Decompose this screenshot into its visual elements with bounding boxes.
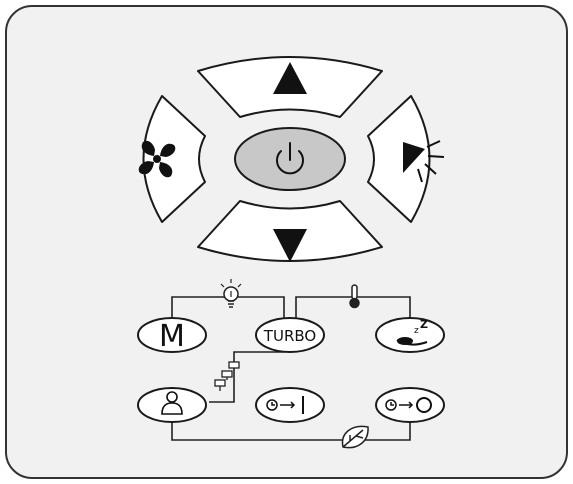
- up-button[interactable]: [197, 56, 383, 118]
- timer-off-button[interactable]: [375, 387, 445, 423]
- svg-text:z: z: [414, 326, 419, 336]
- down-button[interactable]: [197, 200, 383, 262]
- timer-off-icon: [385, 397, 432, 413]
- swing-light-icon: [403, 140, 445, 183]
- sleep-icon: z Z: [396, 318, 428, 346]
- lock-steps-icon: [214, 361, 240, 391]
- thermometer-icon: [349, 284, 360, 309]
- sleep-button[interactable]: z Z: [375, 317, 445, 353]
- person-button[interactable]: [137, 387, 207, 423]
- mode-button[interactable]: M: [137, 317, 207, 354]
- power-button[interactable]: [234, 127, 346, 191]
- fan-speed-button[interactable]: [138, 95, 206, 223]
- mode-label: M: [159, 319, 185, 354]
- svg-text:Z: Z: [420, 318, 428, 331]
- turbo-label: TURBO: [263, 327, 316, 345]
- triangle-up-icon: [273, 62, 307, 94]
- person-icon: [161, 391, 183, 415]
- swing-button[interactable]: [367, 95, 445, 223]
- leaf-icon: [341, 425, 369, 449]
- power-icon: [276, 142, 304, 175]
- timer-on-icon: [266, 396, 304, 414]
- triangle-down-icon: [273, 229, 307, 262]
- turbo-button[interactable]: TURBO: [255, 317, 325, 353]
- bulb-icon: [220, 279, 242, 308]
- fan-icon: [138, 140, 176, 178]
- timer-on-button[interactable]: [255, 387, 325, 423]
